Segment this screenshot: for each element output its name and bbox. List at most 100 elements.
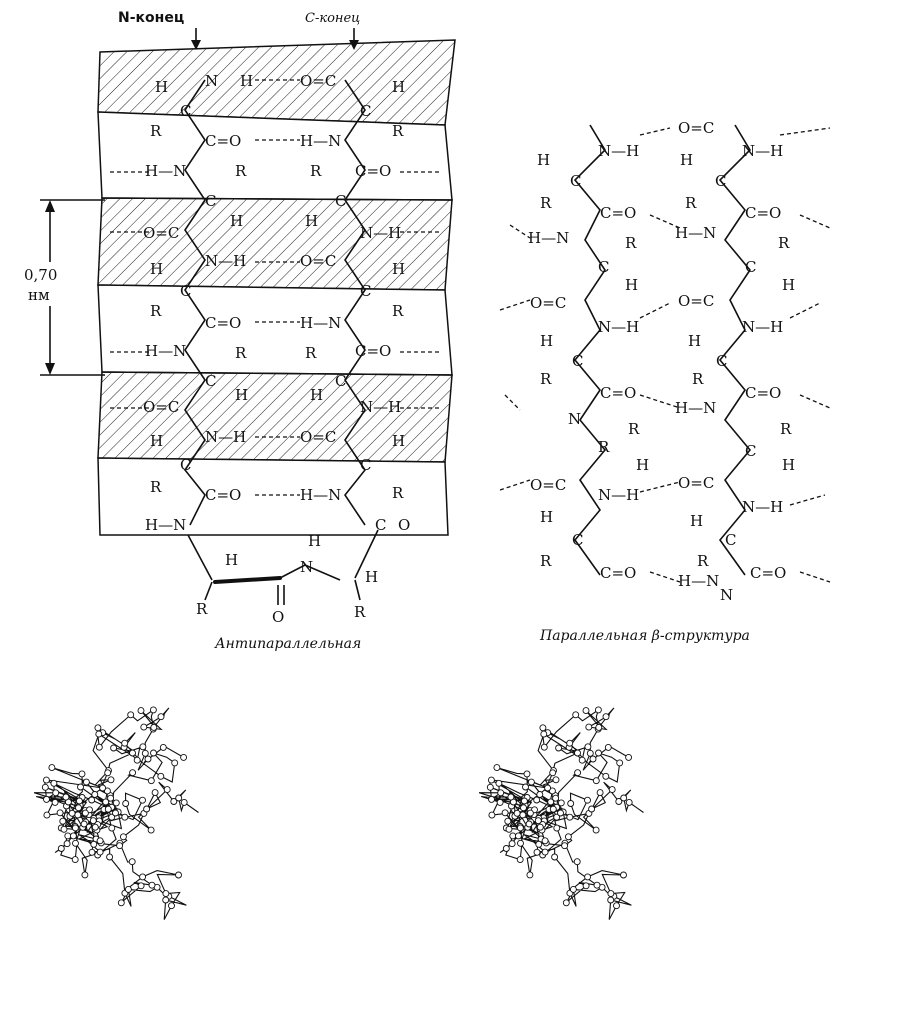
residue-node	[159, 743, 167, 751]
svg-text:R: R	[392, 302, 404, 320]
residue-node	[596, 789, 604, 797]
residue-node	[117, 899, 125, 907]
residue-node	[592, 777, 600, 785]
svg-text:H: H	[392, 260, 405, 278]
residue-node	[536, 791, 544, 798]
svg-text:H: H	[150, 432, 163, 450]
svg-text:N—H: N—H	[742, 142, 783, 160]
residue-node	[533, 848, 541, 856]
parallel-atom-labels: N—H O=C N—H H H C C R R C=O C=O H—N H—N …	[528, 119, 795, 604]
distance-unit: нм	[28, 286, 50, 304]
residue-node	[507, 793, 515, 801]
svg-text:N—H: N—H	[598, 486, 639, 504]
svg-text:C: C	[745, 442, 756, 460]
residue-node	[547, 798, 555, 806]
residue-node	[592, 826, 600, 834]
residue-node	[607, 896, 615, 904]
svg-text:R: R	[540, 370, 552, 388]
residue-node	[505, 825, 513, 833]
residue-node	[157, 713, 165, 721]
svg-text:R: R	[692, 370, 704, 388]
svg-text:H: H	[310, 386, 323, 404]
residue-node	[51, 798, 59, 806]
svg-text:H: H	[230, 212, 243, 230]
svg-text:C: C	[205, 372, 216, 390]
residue-node	[137, 707, 145, 715]
svg-text:O=C: O=C	[530, 294, 566, 312]
c-end-label: C-конец	[305, 11, 360, 26]
svg-text:C: C	[360, 102, 371, 120]
svg-text:N—H: N—H	[360, 224, 401, 242]
residue-node	[64, 832, 72, 840]
antiparallel-sheet-diagram: N-конец C-конец 0,70 нм	[20, 10, 456, 652]
residue-node	[527, 778, 535, 786]
residue-node	[78, 770, 86, 778]
svg-text:O=C: O=C	[678, 292, 714, 310]
residue-node	[540, 743, 548, 751]
residue-node	[162, 890, 170, 898]
residue-node	[602, 713, 610, 721]
svg-text:N: N	[720, 586, 733, 604]
residue-node	[157, 772, 165, 780]
svg-text:R: R	[780, 420, 792, 438]
residue-node	[520, 797, 528, 805]
residue-node	[562, 899, 570, 907]
svg-text:R: R	[392, 484, 404, 502]
residue-node	[80, 820, 88, 828]
svg-text:C: C	[180, 102, 191, 120]
residue-node	[60, 825, 68, 833]
svg-text:H: H	[150, 260, 163, 278]
svg-text:H: H	[240, 72, 253, 90]
svg-text:R: R	[305, 344, 317, 362]
residue-node	[525, 820, 533, 828]
svg-text:R: R	[354, 603, 366, 621]
residue-node	[106, 853, 114, 861]
residue-node	[584, 743, 592, 751]
protein-trace-left	[33, 706, 199, 920]
residue-node	[72, 839, 79, 847]
residue-node	[81, 871, 89, 879]
residue-node	[535, 840, 543, 848]
svg-text:C: C	[598, 258, 609, 276]
residue-node	[129, 769, 137, 777]
residue-node	[89, 817, 97, 825]
residue-node	[584, 796, 591, 804]
residue-node	[625, 753, 633, 761]
svg-text:H—N: H—N	[145, 162, 186, 180]
svg-text:N: N	[300, 558, 313, 576]
svg-text:C: C	[725, 531, 736, 549]
residue-node	[171, 759, 179, 767]
svg-text:C=O: C=O	[600, 564, 636, 582]
residue-node	[501, 809, 509, 817]
svg-text:R: R	[625, 234, 637, 252]
residue-node	[116, 842, 124, 850]
distance-value: 0,70	[24, 266, 57, 284]
residue-node	[508, 840, 516, 848]
residue-node	[91, 791, 99, 798]
residue-node	[526, 809, 534, 817]
svg-text:O: O	[272, 608, 284, 626]
residue-node	[493, 764, 501, 772]
svg-text:C: C	[360, 456, 371, 474]
residue-node	[68, 809, 76, 817]
residue-node	[108, 813, 116, 821]
residue-node	[119, 833, 127, 841]
residue-node	[574, 769, 582, 777]
residue-node	[77, 783, 84, 791]
residue-node	[121, 739, 129, 747]
residue-node	[615, 798, 623, 805]
residue-node	[81, 809, 89, 817]
residue-node	[569, 885, 577, 893]
residue-node	[82, 778, 90, 786]
svg-text:R: R	[310, 162, 322, 180]
svg-text:C: C	[180, 282, 191, 300]
residue-node	[180, 753, 188, 761]
svg-text:O: O	[398, 516, 410, 534]
svg-text:H—N: H—N	[678, 572, 719, 590]
svg-text:H: H	[636, 456, 649, 474]
svg-text:C: C	[572, 531, 583, 549]
residue-node	[107, 794, 115, 802]
residue-node	[625, 798, 633, 806]
residue-node	[557, 799, 565, 807]
